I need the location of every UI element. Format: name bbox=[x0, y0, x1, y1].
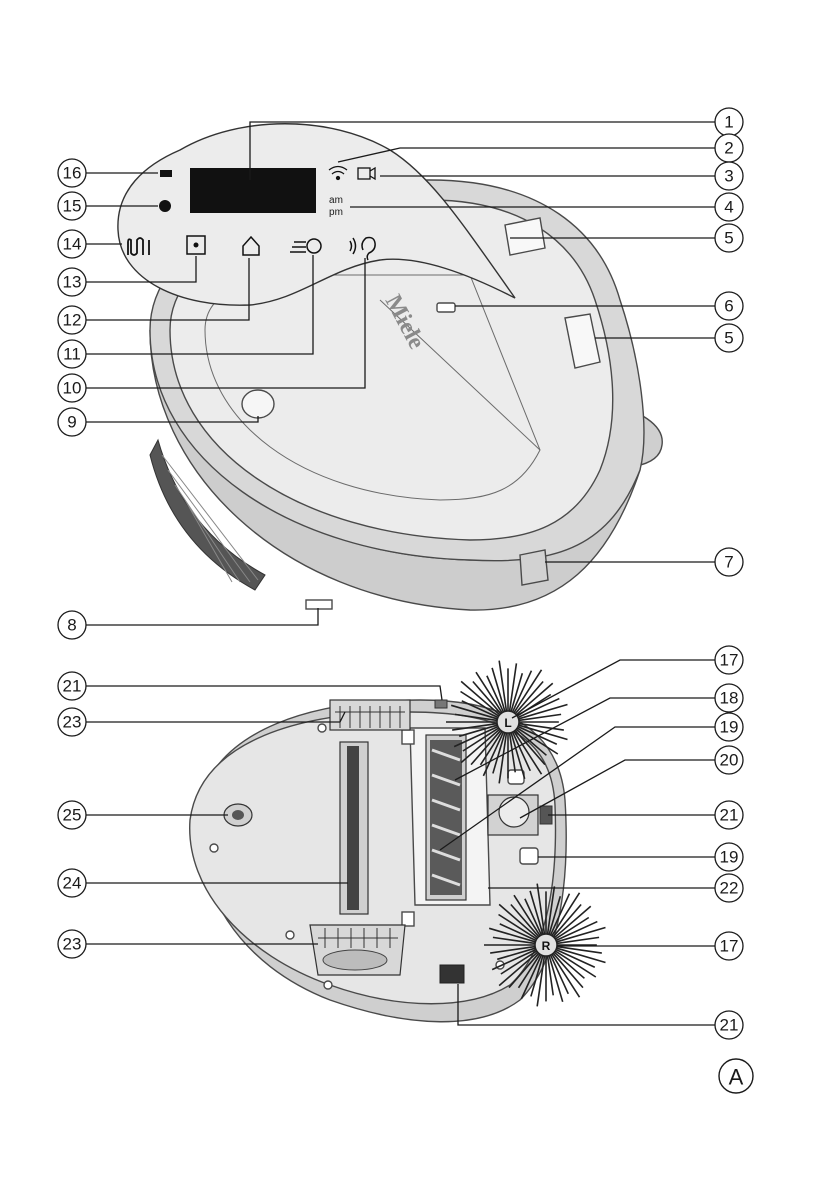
drive-wheel-upper bbox=[330, 700, 410, 730]
screw-hole bbox=[286, 931, 294, 939]
callout-c17b: 17 bbox=[715, 932, 743, 960]
robot-top-view: Miele am pm bbox=[118, 124, 662, 610]
svg-text:22: 22 bbox=[720, 879, 739, 898]
svg-text:21: 21 bbox=[720, 1016, 739, 1035]
callout-c11: 11 bbox=[58, 340, 86, 368]
front-caster-wheel bbox=[224, 804, 252, 826]
svg-text:15: 15 bbox=[63, 197, 82, 216]
callout-c20: 20 bbox=[715, 746, 743, 774]
sensor-window-top bbox=[435, 700, 447, 708]
side-brush-left-mark: L bbox=[504, 716, 511, 730]
svg-text:1: 1 bbox=[724, 113, 733, 132]
callout-c23b: 23 bbox=[58, 930, 86, 958]
callout-c19a: 19 bbox=[715, 713, 743, 741]
svg-text:19: 19 bbox=[720, 718, 739, 737]
callout-c21a: 21 bbox=[715, 801, 743, 829]
svg-text:16: 16 bbox=[63, 164, 82, 183]
callout-c23a: 23 bbox=[58, 708, 86, 736]
callout-c25: 25 bbox=[58, 801, 86, 829]
svg-text:8: 8 bbox=[67, 616, 76, 635]
svg-text:18: 18 bbox=[720, 689, 739, 708]
lcd-display bbox=[190, 168, 316, 213]
callout-c18: 18 bbox=[715, 684, 743, 712]
callout-c13: 13 bbox=[58, 268, 86, 296]
callout-c21b: 21 bbox=[715, 1011, 743, 1039]
svg-text:25: 25 bbox=[63, 806, 82, 825]
callout-c3: 3 bbox=[715, 162, 743, 190]
svg-text:14: 14 bbox=[63, 235, 82, 254]
pm-label: pm bbox=[329, 207, 343, 218]
drive-wheel-lower bbox=[310, 925, 405, 975]
front-camera-window-upper bbox=[505, 218, 545, 255]
svg-text:20: 20 bbox=[720, 751, 739, 770]
callout-c5a: 5 bbox=[715, 224, 743, 252]
lid-sensor bbox=[437, 303, 455, 312]
svg-text:24: 24 bbox=[63, 874, 82, 893]
svg-text:4: 4 bbox=[724, 198, 733, 217]
callout-c19b: 19 bbox=[715, 843, 743, 871]
svg-text:3: 3 bbox=[724, 167, 733, 186]
callout-c5b: 5 bbox=[715, 324, 743, 352]
screw-hole bbox=[318, 724, 326, 732]
battery-compartment bbox=[488, 795, 538, 835]
callout-c12: 12 bbox=[58, 306, 86, 334]
callout-c7: 7 bbox=[715, 548, 743, 576]
callout-c2: 2 bbox=[715, 134, 743, 162]
front-bumper bbox=[520, 550, 548, 585]
brush-clip-upper bbox=[402, 730, 414, 744]
callout-c6: 6 bbox=[715, 292, 743, 320]
callout-c9: 9 bbox=[58, 408, 86, 436]
svg-text:2: 2 bbox=[724, 139, 733, 158]
svg-text:13: 13 bbox=[63, 273, 82, 292]
callout-c24: 24 bbox=[58, 869, 86, 897]
side-brush-right-mark: R bbox=[542, 939, 551, 953]
start-button bbox=[242, 390, 274, 418]
callout-c1: 1 bbox=[715, 108, 743, 136]
callout-c22: 22 bbox=[715, 874, 743, 902]
callout-c8: 8 bbox=[58, 611, 86, 639]
svg-text:7: 7 bbox=[724, 553, 733, 572]
battery-indicator bbox=[160, 170, 172, 177]
brush-clip-lower bbox=[402, 912, 414, 926]
screw-hole bbox=[324, 981, 332, 989]
cliff-sensor-lower bbox=[520, 848, 538, 864]
svg-text:6: 6 bbox=[724, 297, 733, 316]
callout-c15: 15 bbox=[58, 192, 86, 220]
svg-text:23: 23 bbox=[63, 713, 82, 732]
callout-c16: 16 bbox=[58, 159, 86, 187]
am-label: am bbox=[329, 195, 343, 206]
bristle bbox=[554, 950, 595, 977]
charging-contact-front bbox=[440, 965, 464, 983]
svg-text:9: 9 bbox=[67, 413, 76, 432]
timer-clock-icon bbox=[159, 200, 171, 212]
robot-bottom-view: L R bbox=[190, 661, 606, 1022]
svg-text:5: 5 bbox=[724, 229, 733, 248]
main-brush-roller bbox=[426, 735, 466, 900]
svg-text:10: 10 bbox=[63, 379, 82, 398]
svg-text:21: 21 bbox=[720, 806, 739, 825]
svg-text:17: 17 bbox=[720, 651, 739, 670]
callout-c10: 10 bbox=[58, 374, 86, 402]
svg-text:21: 21 bbox=[63, 677, 82, 696]
svg-text:11: 11 bbox=[63, 345, 81, 364]
svg-text:19: 19 bbox=[720, 848, 739, 867]
figure-label: A bbox=[719, 1059, 753, 1093]
svg-text:5: 5 bbox=[724, 329, 733, 348]
callout-c17a: 17 bbox=[715, 646, 743, 674]
callout-c21c: 21 bbox=[58, 672, 86, 700]
callout-c14: 14 bbox=[58, 230, 86, 258]
screw-hole bbox=[210, 844, 218, 852]
charging-contact bbox=[306, 600, 332, 609]
rubber-lip-brush bbox=[340, 742, 368, 914]
svg-text:23: 23 bbox=[63, 935, 82, 954]
callout-c4: 4 bbox=[715, 193, 743, 221]
svg-text:A: A bbox=[729, 1065, 744, 1090]
svg-text:17: 17 bbox=[720, 937, 739, 956]
svg-text:12: 12 bbox=[63, 311, 82, 330]
